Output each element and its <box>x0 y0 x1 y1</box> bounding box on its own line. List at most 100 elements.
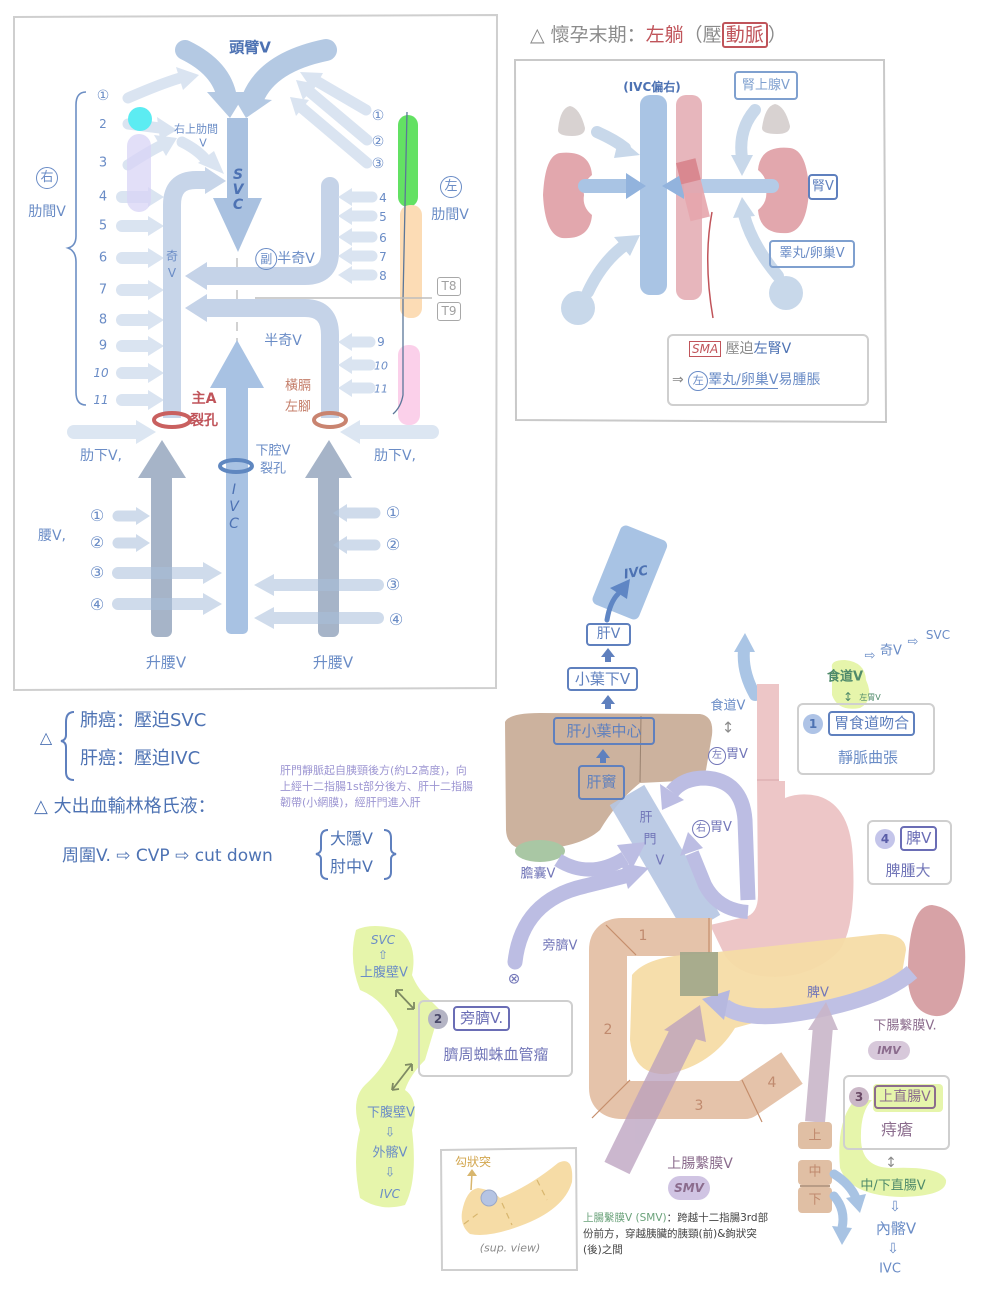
abdominal-route-external-iliac: 外髂V <box>372 1145 408 1161</box>
left-rib-number: ② <box>371 134 385 150</box>
right-adrenal-gland <box>558 106 585 136</box>
sma-note-gonadal: 睪丸/卵巢V <box>708 372 779 389</box>
left-rib-number: ③ <box>371 156 385 172</box>
occluded-umbilical-icon: ⊗ <box>507 969 521 988</box>
esophagus <box>757 684 779 782</box>
hemorrhage-title: △ 大出血輸林格氏液： <box>34 796 216 817</box>
azygos-label: 奇 <box>165 249 179 263</box>
lumbar-number-left: ④ <box>89 595 105 614</box>
left-gastric-vein <box>660 770 756 901</box>
ivc-letter-c: C <box>229 516 239 532</box>
lumbar-number-right: ③ <box>385 575 401 594</box>
right-rib-number: 3 <box>98 155 108 171</box>
azygos-box-border <box>13 13 499 692</box>
lumbar-v-label: 腰V, <box>37 528 67 544</box>
brachiocephalic-v-label: 頭臂V <box>229 38 271 57</box>
right-intercostal-label: 肋間V <box>28 204 66 220</box>
splenic-v-label: 脾V <box>807 985 829 1001</box>
portal-v-label-2: 門 <box>643 832 657 848</box>
sma-note-line2: ⇒ 左睪丸/卵巢V易腫脹 <box>672 371 820 391</box>
left-crus-label: 橫膈 <box>284 378 312 394</box>
smv-note-line: ：跨越十二指腸3rd部 <box>666 1212 769 1224</box>
pancreas-inset <box>439 1146 579 1271</box>
ascending-lumbar-left <box>138 440 186 637</box>
anastomosis-2-header: 2 旁臍V. <box>428 1006 511 1031</box>
cutdown-brace-left <box>315 829 329 880</box>
rectal-route-internal-iliac: 內髂V <box>875 1219 917 1238</box>
anastomosis-4-sign: 脾腫大 <box>885 861 931 880</box>
right-rib-number: 9 <box>98 338 108 354</box>
rectum-upper: 上 <box>808 1128 822 1144</box>
subcostal-v-left-label: 肋下V, <box>79 448 123 464</box>
esophageal-route-esophageal-v: 食道V <box>826 669 864 685</box>
sma-compress-text: 壓迫 <box>725 341 754 357</box>
abdominal-route-down-arrow-2: ⇩ <box>384 1165 396 1181</box>
ivc-block <box>592 525 668 620</box>
duodenum-part-4: 4 <box>767 1075 777 1091</box>
lumbar-number-left: ① <box>89 506 105 525</box>
smv-label: 上腸繫膜V <box>667 1156 733 1172</box>
adrenal-vein-arrows <box>591 104 761 176</box>
smv-note-term: 上腸繫膜V (SMV) <box>583 1212 667 1224</box>
gonadal-veins <box>561 197 803 325</box>
anastomosis-1-sign: 靜脈曲張 <box>837 748 899 767</box>
anastomosis-4-vein: 脾V <box>900 826 938 851</box>
lumbar-number-right: ① <box>385 503 401 522</box>
right-rib-number: 11 <box>93 393 109 407</box>
adrenal-v-label: 腎上腺V <box>734 71 798 100</box>
sma <box>676 158 710 222</box>
portal-origin-note-line: 韌帶(小網膜)，經肝門進入肝 <box>280 796 421 809</box>
esophageal-route-svc: SVC <box>925 628 951 642</box>
esophageal-route-azygos: 奇V <box>880 643 902 659</box>
left-rib-number: 10 <box>374 359 388 373</box>
orange-segment-bar <box>400 205 422 318</box>
esophageal-to-azygos-arrow <box>734 633 761 701</box>
brachiocephalic-arrows <box>175 39 337 118</box>
right-intercostal-brace <box>65 91 87 406</box>
left-intercostal-arrows <box>290 72 378 397</box>
cancer-triangle: △ <box>39 728 53 747</box>
anastomosis-2-sign: 臍周蜘蛛血管瘤 <box>443 1045 549 1064</box>
accessory-hemiazygos-text: 半奇V <box>277 251 315 267</box>
left-intercostal-trunk-line <box>392 111 408 415</box>
smv-arrow <box>604 1005 706 1175</box>
inset-pancreas-shape <box>461 1161 573 1235</box>
liver-cancer-note: 肝癌：壓迫IVC <box>80 748 201 769</box>
liver-lobe-line <box>639 715 642 783</box>
hemiazygos-label: 半奇V <box>264 333 302 349</box>
lumbar-number-left: ③ <box>89 563 105 582</box>
abdominal-route-inferior-epigastric: 下腹壁V <box>367 1105 415 1121</box>
ascending-lumbar-right-label: 升腰V <box>312 653 354 672</box>
right-rib-number: ① <box>96 88 110 104</box>
stomach <box>710 781 854 977</box>
accessory-hemiazygos-vein <box>185 177 339 290</box>
pregnancy-title-position: 左躺 <box>645 24 684 46</box>
anastomosis-2-vein: 旁臍V. <box>453 1006 511 1031</box>
right-rib-number: 2 <box>99 117 107 131</box>
left-side-marker: 左 <box>440 176 462 198</box>
anastomosis-2-card <box>418 1000 573 1077</box>
accessory-circle: 副 <box>255 248 278 270</box>
subcostal-arrows <box>67 420 439 444</box>
cystic-vein <box>554 842 646 877</box>
anastomosis-3-card <box>843 1075 950 1150</box>
hepatic-v-box: 肝V <box>586 623 631 646</box>
left-rib-number: 7 <box>379 250 387 264</box>
esophageal-route-updown: ↕ <box>842 690 854 704</box>
esophageal-gastric-link: ↕ <box>721 718 735 737</box>
duodenum-part-3: 3 <box>694 1098 704 1114</box>
pregnancy-title-prefix: △ 懷孕末期： <box>530 24 646 46</box>
ivc-hiatus-label-2: 裂孔 <box>259 461 287 477</box>
imv-label: 下腸繫膜V. <box>873 1018 937 1034</box>
sma-note-line1: SMA 壓迫左腎V <box>689 341 791 357</box>
splenic-vein <box>702 965 918 1025</box>
sma-note-arrow: ⇒ <box>672 372 684 388</box>
vertebra-t9: T9 <box>437 302 461 321</box>
central-v-box: 肝小葉中心 <box>553 717 655 745</box>
anastomosis-4-header: 4 脾V <box>875 826 938 851</box>
left-gastric-text: 胃V <box>726 747 748 762</box>
duodenum <box>589 918 803 1119</box>
anastomosis-1-header: 1 胃食道吻合 <box>803 711 916 736</box>
sma-note-result: 易腫脹 <box>778 372 821 388</box>
